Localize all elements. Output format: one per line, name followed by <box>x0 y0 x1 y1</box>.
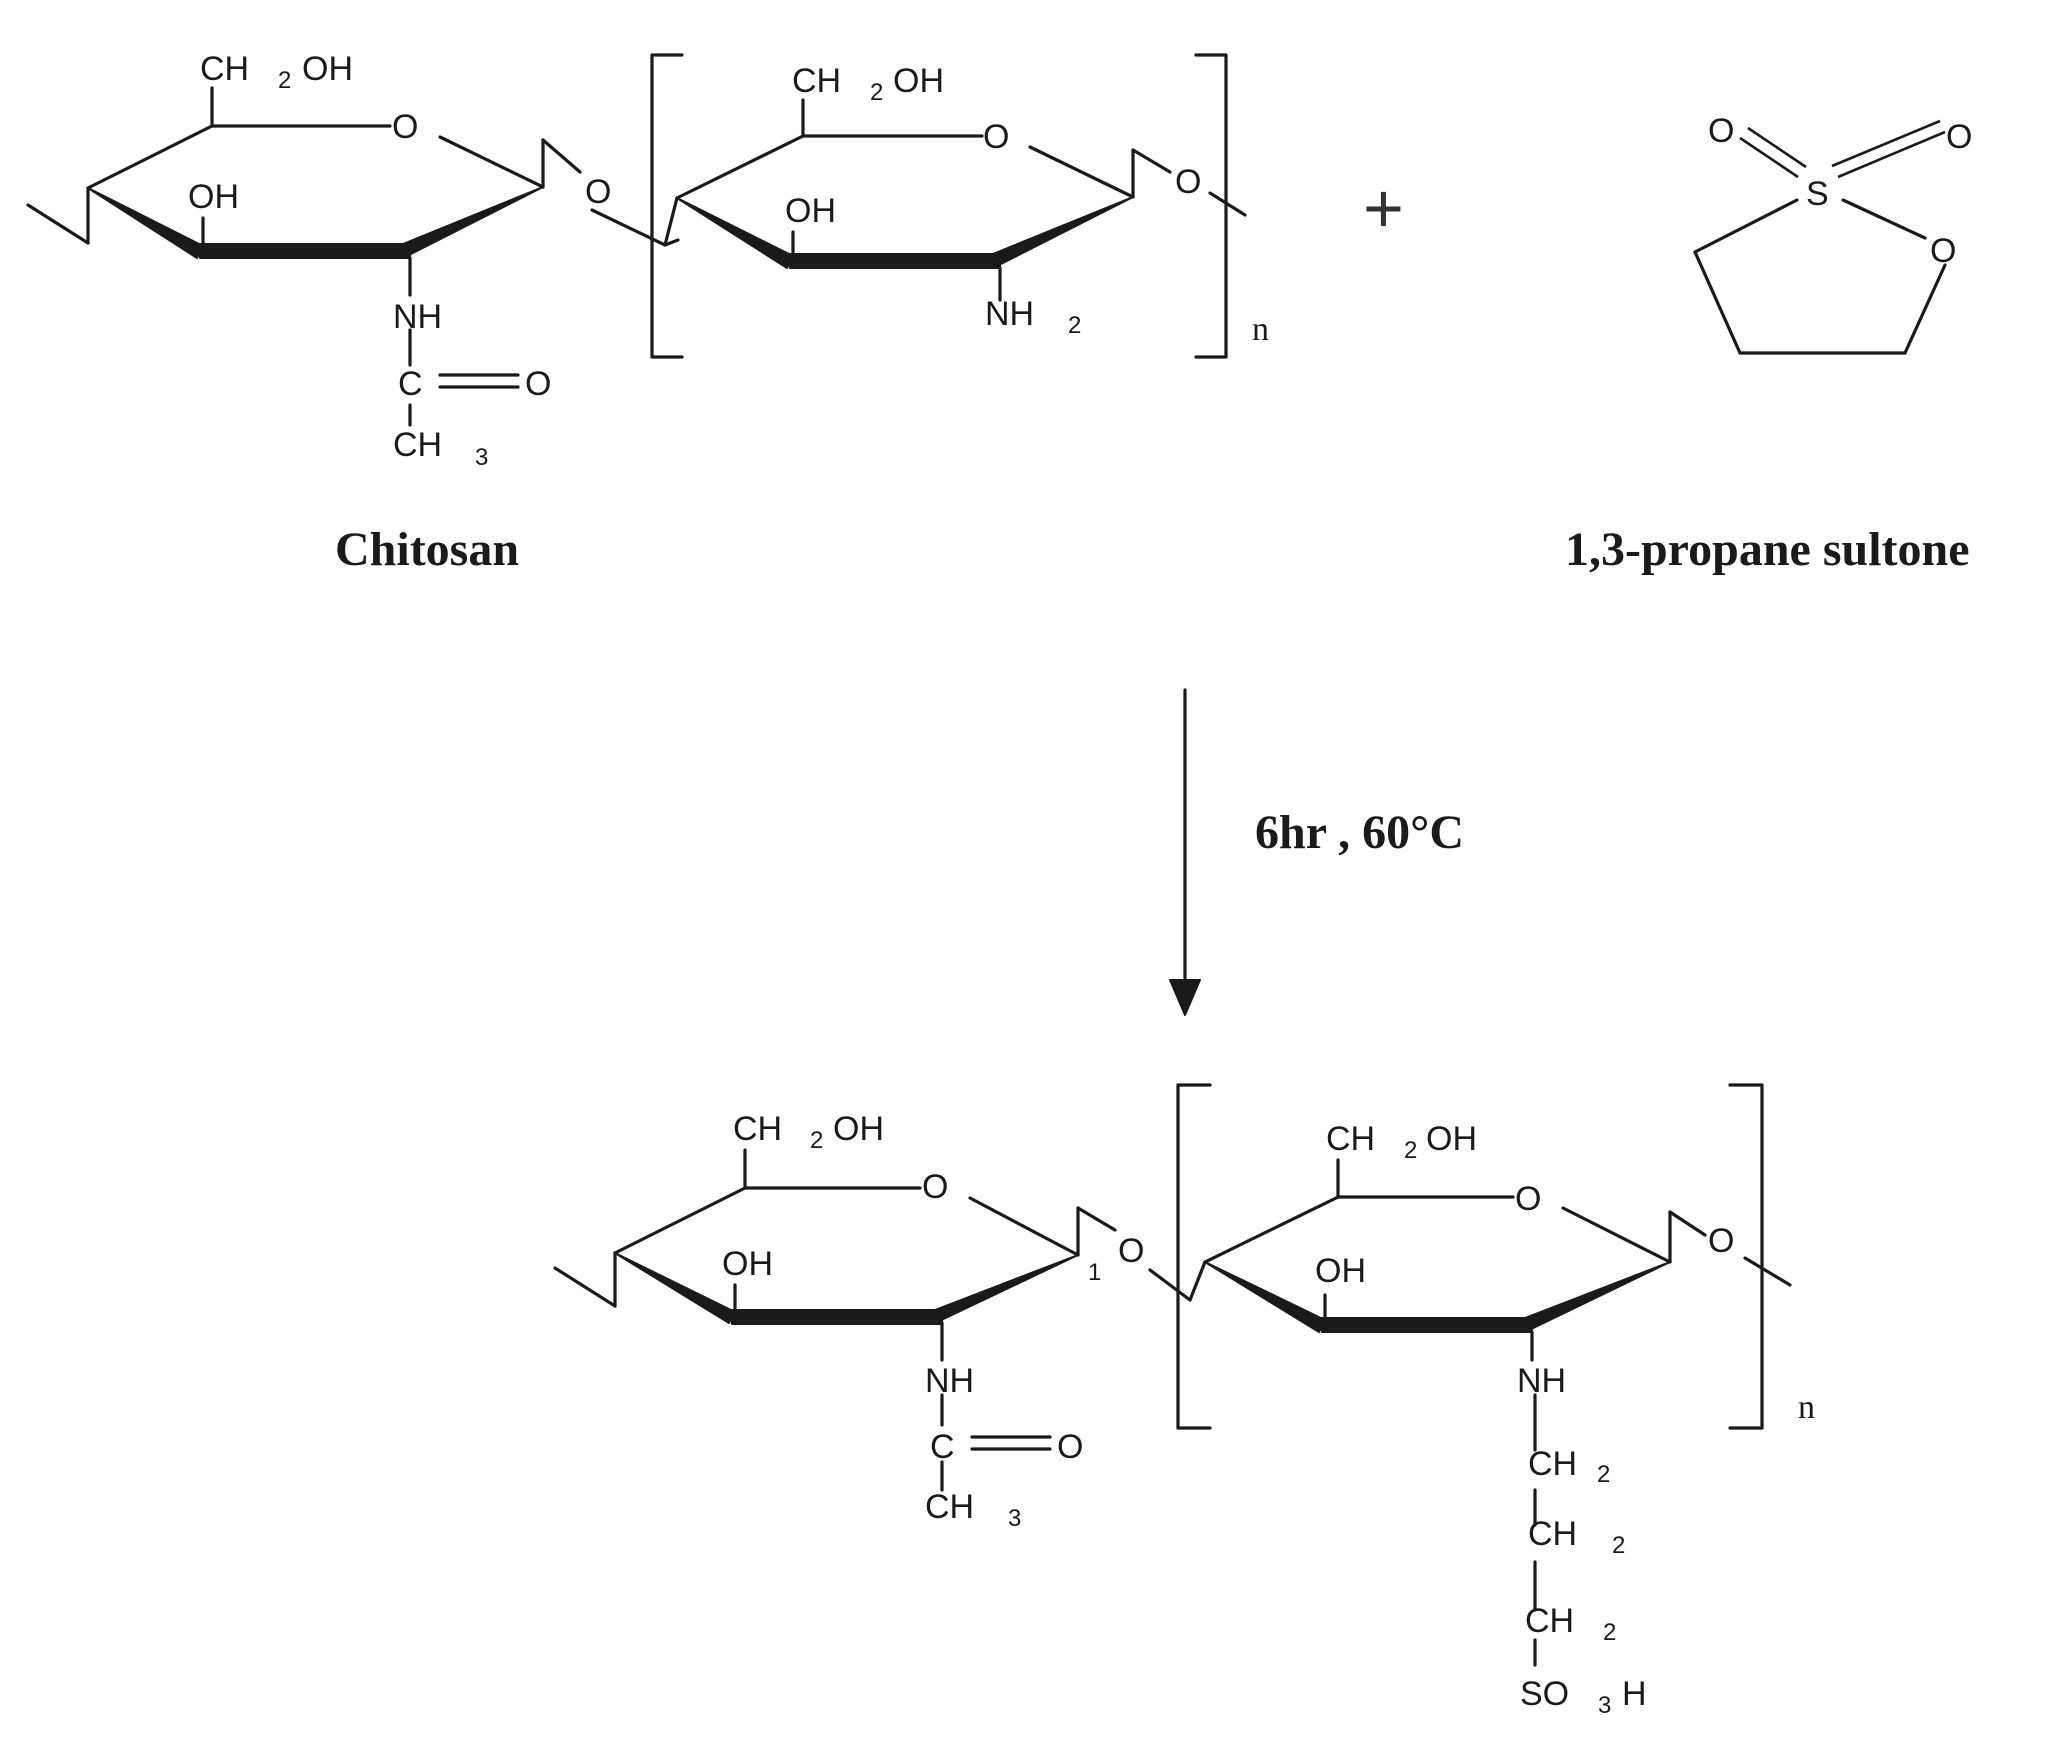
product-carbonyl-o-1: O <box>1057 1428 1083 1466</box>
nh2-label-2: NH <box>985 295 1034 333</box>
chitosan-ring-1 <box>26 86 680 427</box>
product-wedge-bottom-2 <box>1321 1317 1533 1333</box>
chain-ch2-1: CH <box>1528 1445 1577 1483</box>
product-ch2oh-oh-2: OH <box>1426 1120 1477 1158</box>
wedge-right-1 <box>402 186 544 259</box>
sultone-caption: 1,3-propane sultone <box>1565 523 1970 576</box>
product-ch2oh-sub-1: 2 <box>810 1127 823 1154</box>
oh-label-2: OH <box>785 192 836 230</box>
product-c1-label: 1 <box>1088 1259 1101 1286</box>
reaction-conditions: 6hr , 60°C <box>1255 806 1464 859</box>
glycosidic-o-2: O <box>1175 163 1201 201</box>
product-wedge-right-2 <box>1524 1261 1671 1333</box>
ch3-label-1: CH <box>393 426 442 464</box>
chain-ch2-3: CH <box>1525 1602 1574 1640</box>
reaction-arrow: 6hr , 60°C <box>1169 688 1464 1016</box>
ch2oh-oh-1: OH <box>302 50 353 88</box>
product-wedge-bottom-1 <box>731 1309 943 1325</box>
glycosidic-o-1: O <box>585 173 611 211</box>
sultone-o-ring: O <box>1930 232 1956 270</box>
repeat-n-top: n <box>1252 311 1269 348</box>
product-ring-o-2: O <box>1515 1180 1541 1218</box>
product-structure: CH 2 OH O OH 1 O NH C O CH 3 CH 2 OH O O… <box>553 1083 1815 1719</box>
ch2oh-sub-2: 2 <box>870 79 883 106</box>
chain-ch2-3-sub: 2 <box>1603 1619 1616 1646</box>
product-carbonyl-c-1: C <box>930 1428 955 1466</box>
plus-sign: + <box>1363 169 1404 247</box>
wedge-bottom-1 <box>199 243 411 259</box>
chain-so3h: SO <box>1520 1675 1569 1713</box>
chain-ch2-2-sub: 2 <box>1612 1532 1625 1559</box>
sultone-o-top-left: O <box>1708 112 1734 150</box>
product-nh-label-2: NH <box>1517 1362 1566 1400</box>
arrow-head <box>1169 979 1201 1016</box>
ch2oh-oh-2: OH <box>893 62 944 100</box>
wedge-bottom-2 <box>789 253 1001 269</box>
sultone-s-atom: S <box>1806 175 1829 213</box>
sultone-o-top-right: O <box>1946 118 1972 156</box>
product-oh-label-1: OH <box>722 1245 773 1283</box>
product-wedge-left-2 <box>1204 1261 1326 1333</box>
ch2oh-label-1: CH <box>200 50 249 88</box>
product-ring-2 <box>1188 1158 1792 1667</box>
nh-label-1: NH <box>393 298 442 336</box>
product-wedge-right-1 <box>934 1254 1079 1324</box>
nh2-sub-2: 2 <box>1068 312 1081 339</box>
product-glycosidic-o-1: O <box>1118 1232 1144 1270</box>
sultone-structure: S O O O 1,3-propane sultone <box>1565 112 1972 576</box>
product-glycosidic-o-2: O <box>1708 1222 1734 1260</box>
ch2oh-sub-1: 2 <box>278 67 291 94</box>
wedge-left-2 <box>676 197 794 269</box>
product-ch2oh-sub-2: 2 <box>1404 1137 1417 1164</box>
product-ch3-label-1: CH <box>925 1488 974 1526</box>
chain-so3h-sub: 3 <box>1598 1692 1611 1719</box>
chitosan-brackets <box>650 53 1228 359</box>
ring-o-1: O <box>392 108 418 146</box>
chain-so3h-h: H <box>1622 1675 1647 1713</box>
product-ch2oh-oh-1: OH <box>833 1110 884 1148</box>
ring-o-2: O <box>983 118 1009 156</box>
product-ring-1 <box>553 1148 1192 1492</box>
product-brackets <box>1176 1083 1764 1430</box>
carbonyl-o-1: O <box>525 365 551 403</box>
chain-ch2-1-sub: 2 <box>1597 1461 1610 1488</box>
wedge-right-2 <box>992 196 1134 269</box>
product-ch3-sub-1: 3 <box>1008 1505 1021 1532</box>
carbonyl-c-1: C <box>398 365 423 403</box>
product-oh-label-2: OH <box>1315 1252 1366 1290</box>
chitosan-ring-2 <box>663 98 1247 302</box>
ch3-sub-1: 3 <box>475 444 488 471</box>
product-ch2oh-label-2: CH <box>1326 1120 1375 1158</box>
product-wedge-left-1 <box>614 1252 736 1324</box>
chitosan-caption: Chitosan <box>335 523 519 576</box>
oh-label-1: OH <box>188 178 239 216</box>
product-nh-label-1: NH <box>925 1362 974 1400</box>
chain-ch2-2: CH <box>1528 1515 1577 1553</box>
ch2oh-label-2: CH <box>792 62 841 100</box>
chitosan-structure: CH 2 OH O OH O NH C O CH 3 CH 2 OH O OH … <box>26 50 1269 576</box>
product-ring-o-1: O <box>922 1168 948 1206</box>
product-ch2oh-label-1: CH <box>733 1110 782 1148</box>
wedge-left-1 <box>87 187 204 259</box>
repeat-n-bottom: n <box>1798 1389 1815 1426</box>
